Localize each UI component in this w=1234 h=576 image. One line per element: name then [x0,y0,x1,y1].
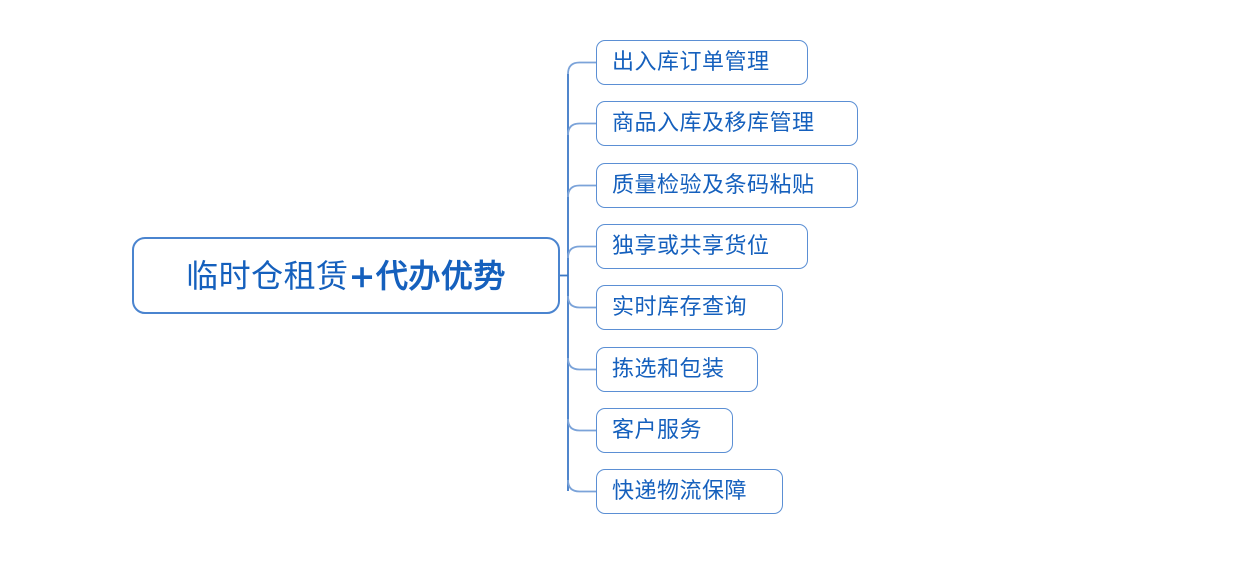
connector-branch-4 [567,245,596,259]
root-node-label: 临时仓租赁+代办优势 [186,260,506,292]
branch-node-label: 质量检验及条码粘贴 [612,172,815,198]
branch-node-label: 独享或共享货位 [612,233,770,259]
branch-node-label: 商品入库及移库管理 [612,110,815,136]
root-node[interactable]: 临时仓租赁+代办优势 [132,237,560,314]
connector-branch-2 [567,122,596,136]
branch-node-label: 快递物流保障 [612,478,748,504]
branch-node-label: 拣选和包装 [612,356,725,382]
branch-node-8[interactable]: 快递物流保障 [596,469,783,514]
branch-node-1[interactable]: 出入库订单管理 [596,40,808,85]
root-label-emphasis: +代办优势 [348,256,506,295]
branch-node-label: 出入库订单管理 [612,49,770,75]
connector-branch-3 [567,184,596,198]
connector-branch-6 [567,357,596,371]
connector-branch-8 [567,479,596,493]
connector-branch-5 [567,295,596,309]
connector-branch-1 [567,61,596,75]
branch-node-5[interactable]: 实时库存查询 [596,285,783,330]
root-label-prefix: 临时仓租赁 [186,256,349,295]
branch-node-4[interactable]: 独享或共享货位 [596,224,808,269]
branch-node-6[interactable]: 拣选和包装 [596,347,758,392]
branch-node-label: 实时库存查询 [612,294,748,320]
branch-node-2[interactable]: 商品入库及移库管理 [596,101,858,146]
connector-branch-7 [567,418,596,432]
branch-node-label: 客户服务 [612,417,703,443]
branch-node-7[interactable]: 客户服务 [596,408,733,453]
branch-node-3[interactable]: 质量检验及条码粘贴 [596,163,858,208]
